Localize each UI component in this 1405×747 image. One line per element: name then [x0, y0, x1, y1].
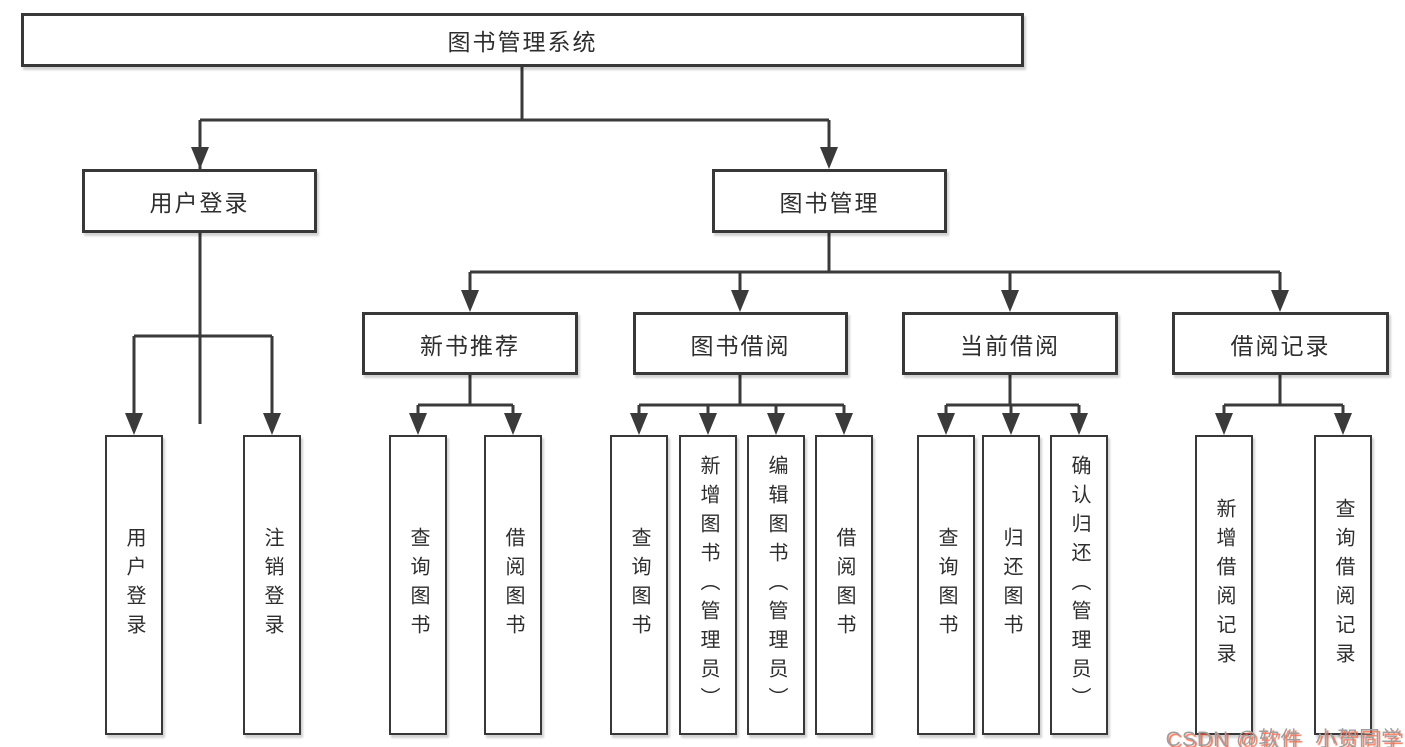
leaf-edit-book-admin: 编辑图书（管理员） — [747, 435, 805, 735]
node-book-management-label: 图书管理 — [779, 190, 880, 216]
arrowheads — [125, 147, 1352, 435]
node-current-borrow-label: 当前借阅 — [960, 332, 1060, 359]
leaf-query-books-borrow: 查询图书 — [610, 435, 668, 735]
leaf-query-borrow-record: 查询借阅记录 — [1314, 435, 1372, 735]
node-book-borrow-label: 图书借阅 — [690, 332, 791, 359]
node-root: 图书管理系统 — [21, 13, 1024, 67]
node-borrow-records: 借阅记录 — [1172, 312, 1389, 375]
watermark: CSDN @软件_小贺同学 — [1165, 728, 1403, 747]
node-current-borrow: 当前借阅 — [902, 312, 1118, 375]
node-new-book-recommend: 新书推荐 — [362, 312, 578, 375]
leaf-logout: 注销登录 — [243, 435, 301, 735]
leaf-user-login: 用户登录 — [105, 435, 163, 735]
leaf-borrow-books-recommend: 借阅图书 — [484, 435, 542, 735]
node-new-book-recommend-label: 新书推荐 — [420, 332, 520, 359]
node-root-label: 图书管理系统 — [447, 29, 598, 55]
leaf-borrow-books: 借阅图书 — [815, 435, 873, 735]
leaf-confirm-return-admin: 确认归还（管理员） — [1050, 435, 1108, 735]
leaf-query-books-current: 查询图书 — [917, 435, 975, 735]
node-book-borrow: 图书借阅 — [633, 312, 848, 375]
leaf-query-books-recommend: 查询图书 — [389, 435, 447, 735]
node-borrow-records-label: 借阅记录 — [1230, 332, 1331, 359]
leaf-add-book-admin: 新增图书（管理员） — [679, 435, 737, 735]
leaf-return-book: 归还图书 — [982, 435, 1040, 735]
leaf-add-borrow-record: 新增借阅记录 — [1195, 435, 1253, 735]
node-book-management: 图书管理 — [712, 169, 947, 233]
node-user-login-label: 用户登录 — [149, 190, 250, 216]
node-user-login: 用户登录 — [82, 169, 317, 233]
